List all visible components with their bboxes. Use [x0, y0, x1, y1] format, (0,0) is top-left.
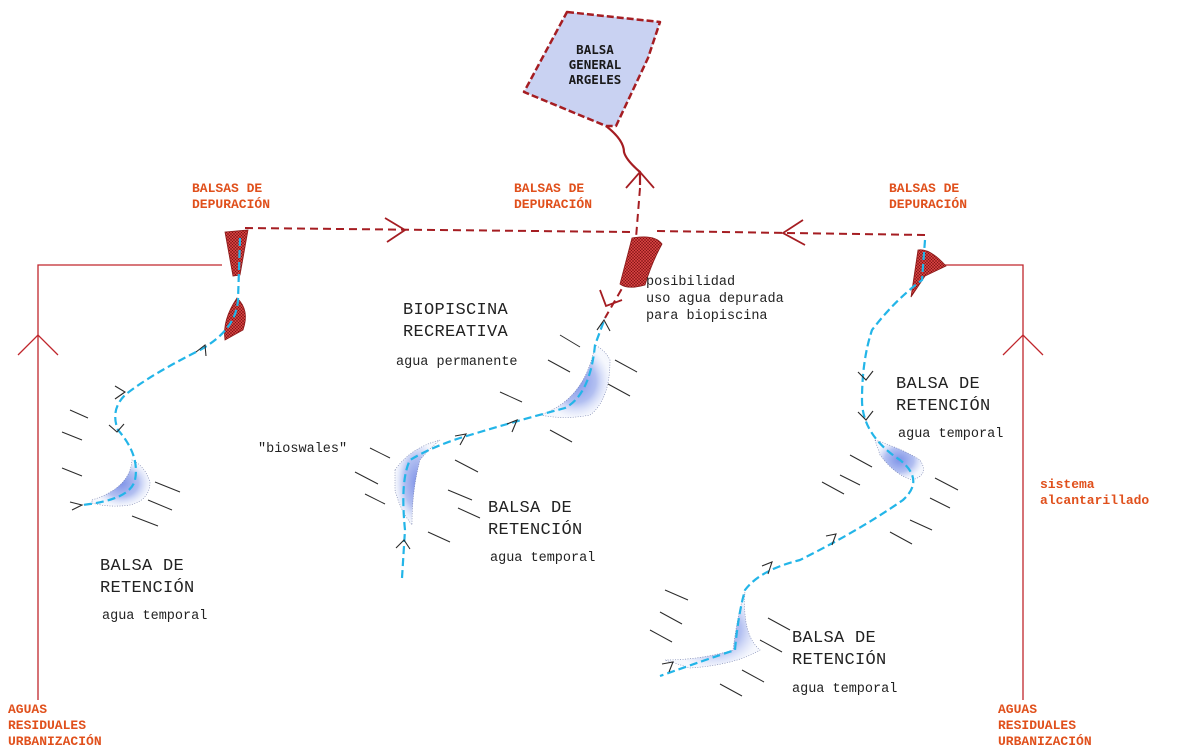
- balsa-general-label: BALSA GENERAL ARGELES: [568, 42, 622, 87]
- retention-pond-bottom: [664, 591, 761, 669]
- retencion-bottom-title: BALSA DE RETENCIÓN: [792, 629, 887, 670]
- bioswales-label: "bioswales": [258, 442, 348, 457]
- posibilidad-note: posibilidad uso agua depurada para biopi…: [646, 275, 784, 324]
- biopiscina-subtitle: agua permanente: [396, 355, 518, 370]
- water-flows: [81, 237, 927, 678]
- retention-pond-center-low: [394, 439, 441, 526]
- depuration-basin-center: [619, 236, 663, 288]
- balsa-general-argeles: [522, 10, 662, 185]
- depuration-basins: [224, 229, 947, 341]
- retencion-right-subtitle: agua temporal: [898, 427, 1004, 442]
- depuracion-label-left: BALSAS DE DEPURACIÓN: [192, 181, 271, 212]
- retencion-right-title: BALSA DE RETENCIÓN: [896, 375, 991, 416]
- retencion-center-subtitle: agua temporal: [490, 551, 596, 566]
- retention-pond-left: [91, 459, 151, 507]
- flow-left: [81, 237, 242, 507]
- pipe-right-to-center: [654, 230, 926, 236]
- aguas-residuales-right: AGUAS RESIDUALES URBANIZACIÓN: [998, 702, 1092, 749]
- retention-pond-biopiscina: [538, 344, 611, 418]
- sewer-line-left: [37, 264, 222, 700]
- flow-center: [400, 317, 607, 579]
- retencion-left-title: BALSA DE RETENCIÓN: [100, 557, 195, 598]
- arrow-up-icon: [625, 170, 655, 189]
- sewer-line-right: [945, 264, 1024, 700]
- depuration-arrows: [384, 170, 806, 308]
- sewer-system: [17, 264, 1044, 700]
- depuration-basin-left: [224, 229, 249, 277]
- retencion-left-subtitle: agua temporal: [102, 609, 208, 624]
- arrow-right-icon: [384, 217, 407, 243]
- flow-right: [659, 239, 927, 678]
- outlet-pipe: [605, 125, 642, 185]
- pipe-left-to-center: [244, 227, 631, 233]
- runoff-arrows: [61, 334, 959, 697]
- sistema-alcantarillado-label: sistema alcantarillado: [1040, 477, 1150, 508]
- depuracion-label-right: BALSAS DE DEPURACIÓN: [889, 181, 968, 212]
- pipe-center-up: [635, 187, 641, 239]
- arrow-left-icon: [781, 219, 806, 246]
- retencion-bottom-subtitle: agua temporal: [792, 682, 898, 697]
- aguas-residuales-left: AGUAS RESIDUALES URBANIZACIÓN: [8, 702, 102, 749]
- depuration-pond-left-2: [224, 297, 246, 341]
- depuracion-label-center: BALSAS DE DEPURACIÓN: [514, 181, 593, 212]
- biopiscina-title: BIOPISCINA RECREATIVA: [403, 301, 509, 342]
- retencion-center-title: BALSA DE RETENCIÓN: [488, 499, 583, 540]
- depuration-basin-right: [910, 249, 947, 298]
- water-flow-arrows: [69, 318, 874, 673]
- sewer-arrow-left: [17, 334, 59, 356]
- sewer-arrow-right: [1002, 334, 1044, 356]
- arrow-down-icon: [599, 289, 623, 308]
